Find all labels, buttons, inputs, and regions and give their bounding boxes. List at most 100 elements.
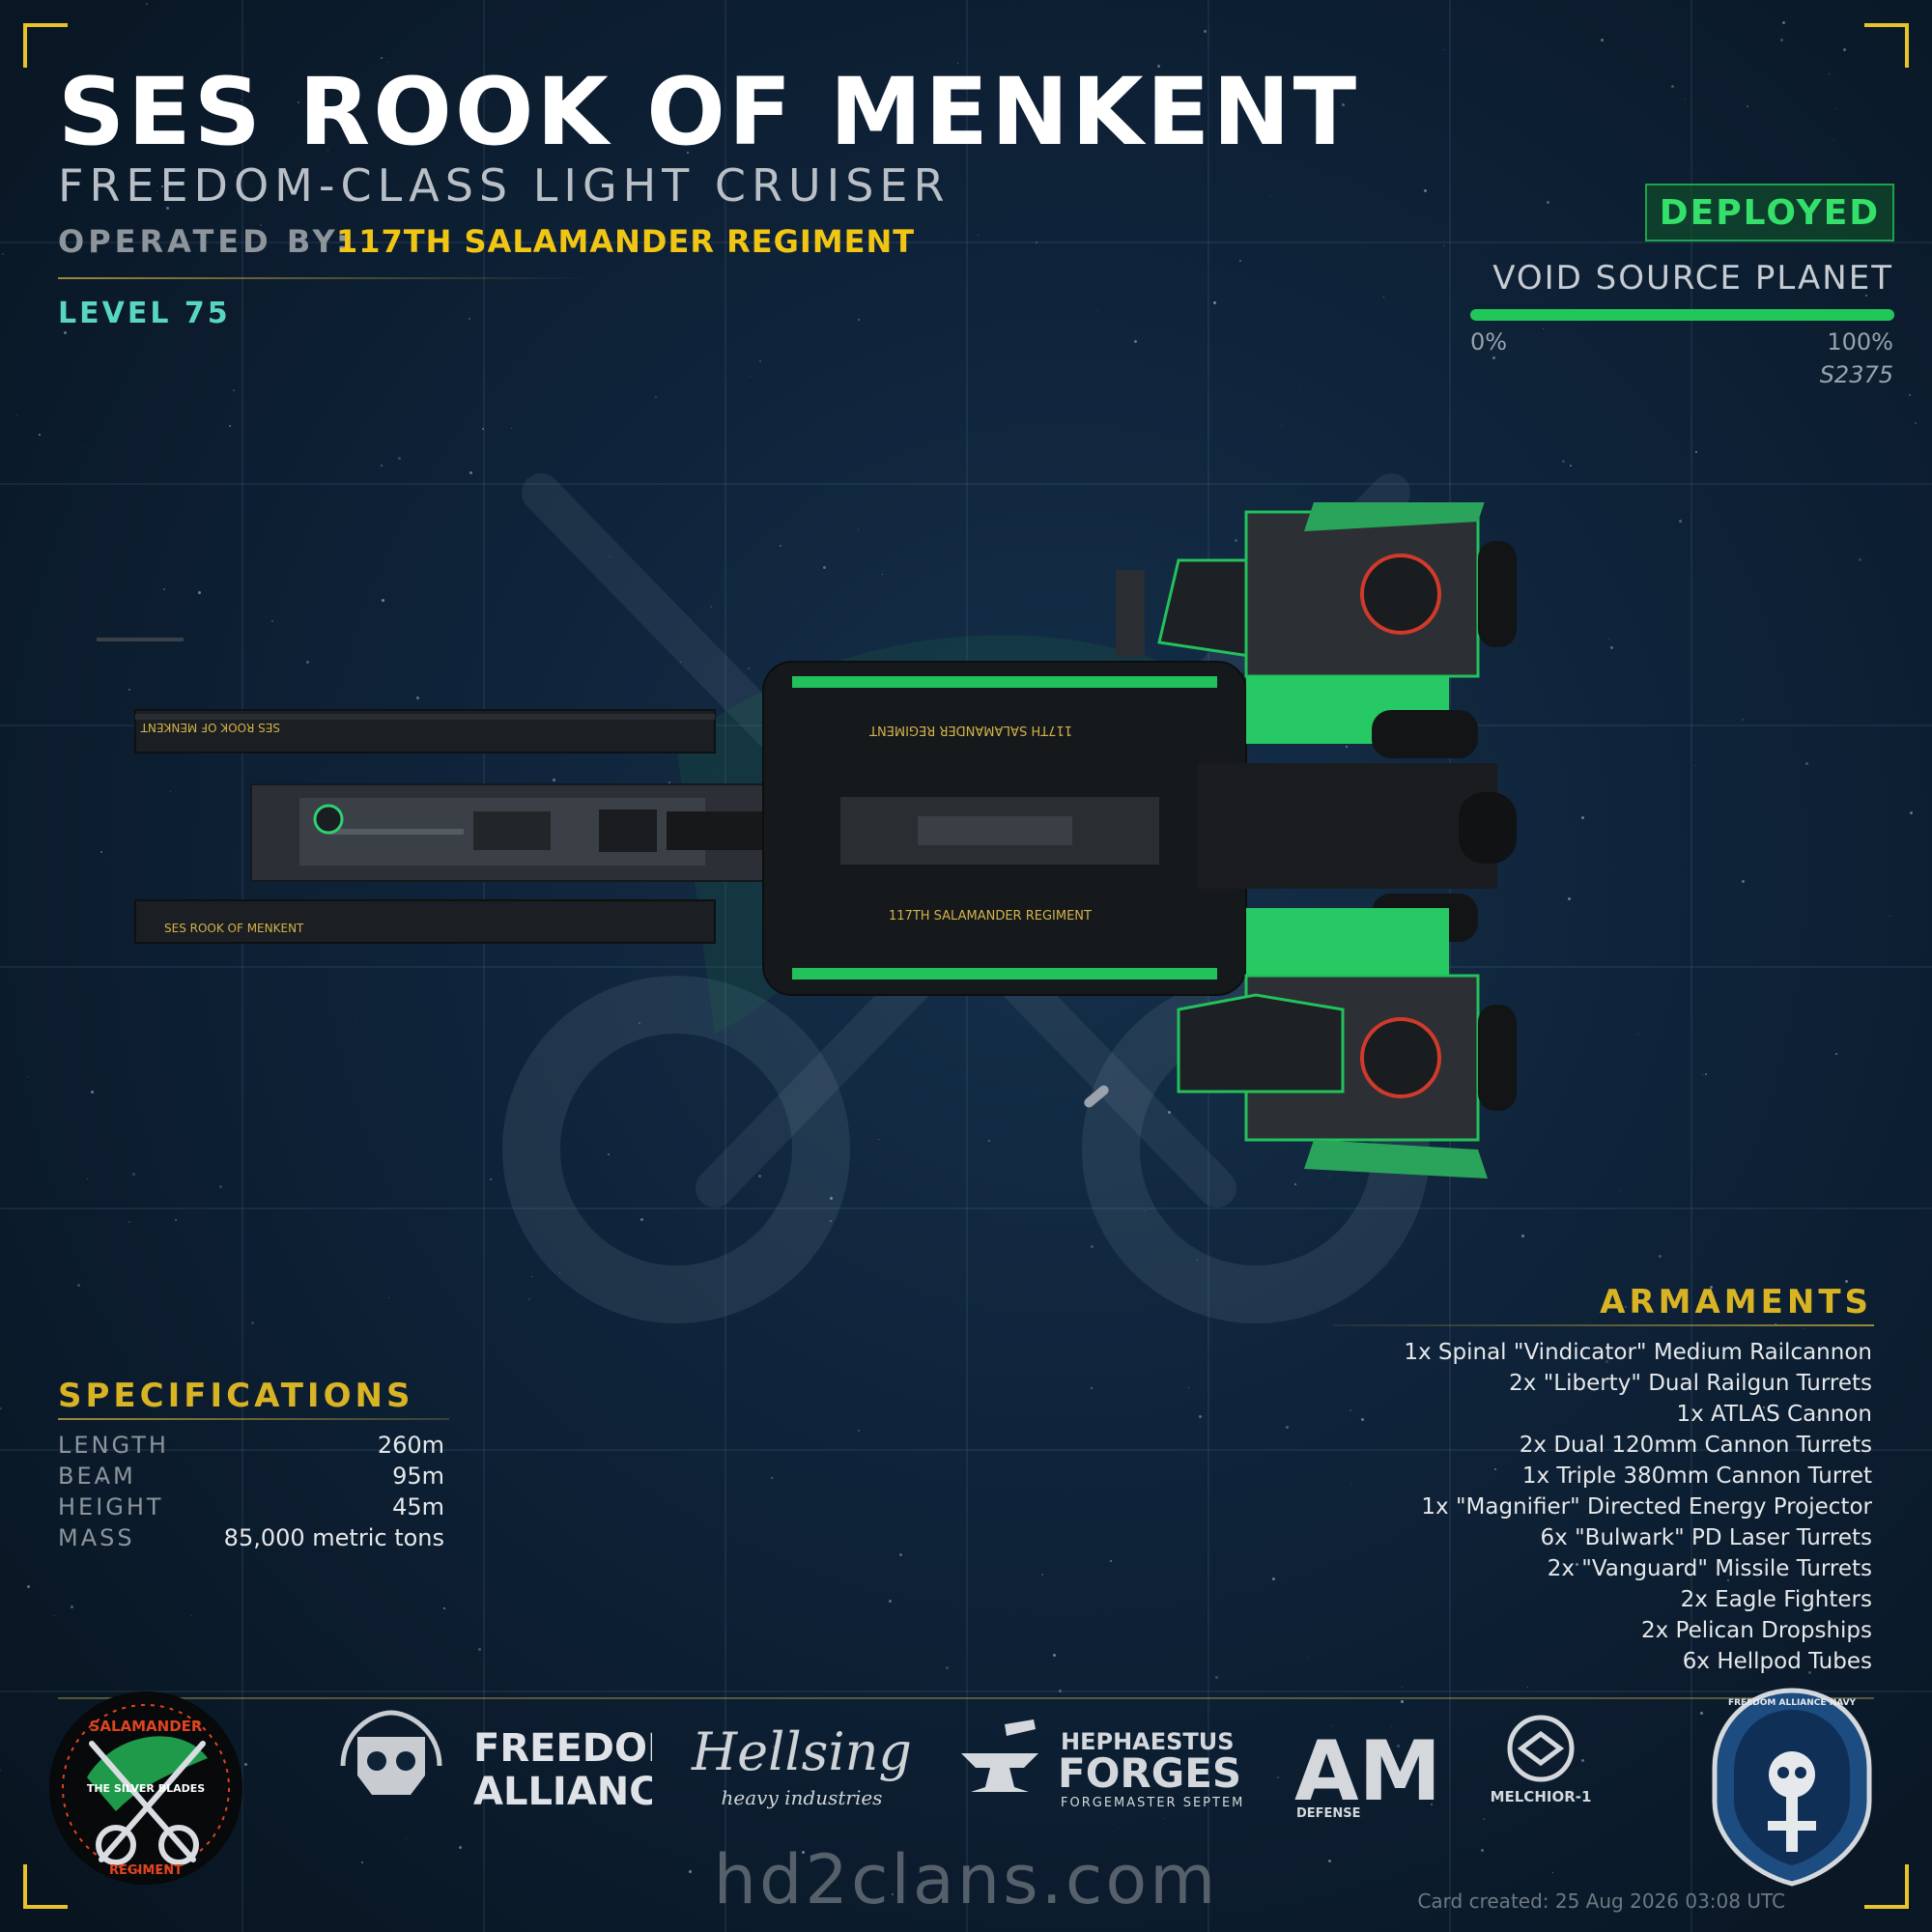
clan-badge-bottom-text: REGIMENT [109,1863,183,1878]
star [878,1139,879,1140]
star [1097,310,1098,311]
spec-value: 95m [392,1463,444,1490]
star [1443,49,1444,50]
star [823,566,826,569]
star [106,1449,108,1451]
star [1397,1745,1400,1747]
armament-item: 1x ATLAS Cannon [1676,1402,1873,1427]
star [416,696,419,699]
star [1625,1306,1627,1308]
star [1215,1676,1218,1679]
star [298,101,299,103]
star [191,1615,192,1616]
star [1710,1286,1713,1289]
star [1286,1426,1289,1429]
star [1351,1483,1352,1484]
star [1483,1818,1485,1820]
star [957,63,958,64]
star [39,434,41,436]
star [233,389,235,391]
star [680,662,681,663]
star [149,781,150,782]
star [1695,765,1696,766]
star [381,57,383,59]
star [1889,916,1890,917]
status-badge: DEPLOYED [1645,184,1894,242]
star [710,606,712,608]
star [406,1838,407,1839]
star [1747,105,1748,107]
star [64,331,67,334]
star [1329,1176,1330,1177]
star [1110,1560,1112,1562]
star [830,1197,833,1200]
star [1235,539,1237,542]
star [1402,1687,1403,1688]
star [759,360,761,362]
star [1310,87,1313,90]
star [271,620,273,622]
star [154,208,155,209]
star [1361,1418,1364,1421]
grid-line [724,0,726,1932]
navy-skull-shield-icon [1768,1751,1816,1852]
star [610,556,611,557]
star [382,599,384,602]
star [1835,1053,1837,1055]
star [387,62,388,63]
star [559,1272,560,1273]
star [1091,1245,1094,1248]
star [1773,1551,1774,1552]
star [146,3,148,5]
star [1431,1804,1433,1805]
star [229,425,231,427]
clan-badge-center-text: THE SILVER BLADES [87,1782,205,1795]
navy-ring-text: FREEDOM ALLIANCE NAVY [1728,1698,1857,1708]
progress-min-label: 0% [1470,328,1508,355]
armament-item: 2x Pelican Dropships [1640,1618,1872,1643]
star [639,1022,640,1024]
star [1239,260,1241,262]
star [1570,465,1572,467]
star [1705,1073,1707,1075]
spec-value: 45m [392,1493,444,1520]
site-url: hd2clans.com [713,1840,1219,1919]
clan-badge-logo: SALAMANDER THE SILVER BLADES REGIMENT [49,1691,242,1885]
spec-label: LENGTH [58,1432,169,1459]
star [950,234,951,235]
star [1581,816,1584,819]
star [946,1666,949,1669]
am-defense-logo: AM DEFENSE [1294,1724,1441,1821]
star [81,445,82,446]
star [1835,108,1836,109]
star [1527,1687,1528,1688]
star [1188,1387,1189,1388]
star [1672,1303,1674,1305]
star [1424,189,1427,192]
star [132,1173,135,1176]
grid-line [0,483,1932,485]
star [608,1153,610,1155]
star [1576,1563,1578,1566]
star [1391,1726,1392,1727]
star [482,428,484,430]
star [687,152,689,154]
spec-row-length: LENGTH 260m [58,1432,444,1463]
star [163,588,165,590]
armament-item: 2x "Liberty" Dual Railgun Turrets [1509,1371,1872,1396]
star [531,1276,532,1277]
star [1782,21,1785,24]
star [1134,340,1137,343]
operator-name: 117TH SALAMANDER REGIMENT [336,223,916,260]
star [1581,1759,1584,1762]
star [1272,1577,1275,1580]
star [478,1648,481,1651]
star [241,99,242,100]
star [1780,39,1783,42]
star [528,1298,530,1300]
spec-label: HEIGHT [58,1493,164,1520]
specifications-title: SPECIFICATIONS [58,1377,414,1415]
star [1163,1818,1164,1819]
armament-item: 1x Spinal "Vindicator" Medium Railcannon [1404,1340,1872,1365]
am-defense-mark: AM [1294,1724,1441,1820]
